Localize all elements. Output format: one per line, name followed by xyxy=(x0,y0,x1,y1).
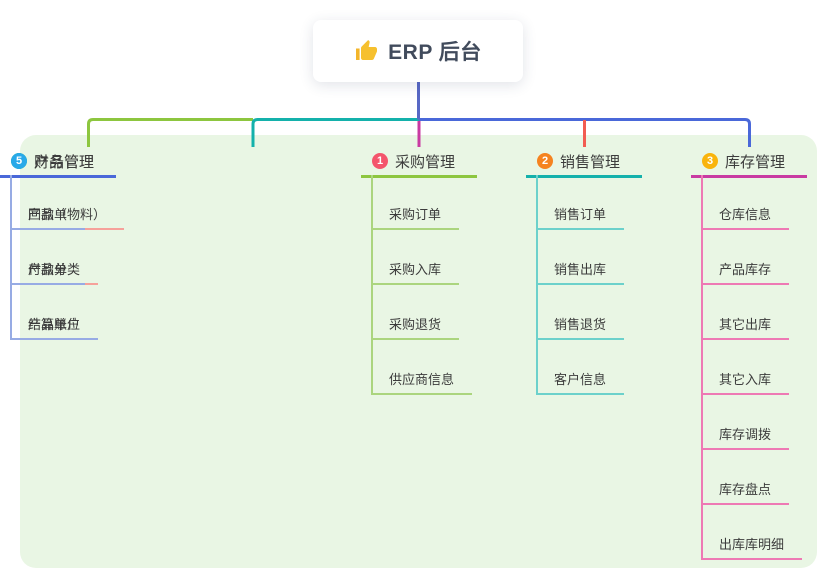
child-node[interactable]: 采购退货 xyxy=(373,285,460,340)
branch-label: 销售管理 xyxy=(560,153,621,171)
branch-number-badge: 3 xyxy=(702,153,718,169)
child-node[interactable]: 出库库明细 xyxy=(703,505,803,560)
branch-sales: 2 销售管理 销售订单 销售出库 销售退货 客户信息 xyxy=(526,147,642,395)
child-node[interactable]: 销售退货 xyxy=(538,285,625,340)
branch-number-badge: 2 xyxy=(537,153,553,169)
branch-title-purchase[interactable]: 1 采购管理 xyxy=(361,147,477,178)
child-node[interactable]: 其它入库 xyxy=(703,340,790,395)
branch-title-finance[interactable]: 5 财务管理 xyxy=(0,147,116,178)
branch-label: 财务管理 xyxy=(34,153,95,171)
root-node-label: ERP 后台 xyxy=(388,41,482,64)
child-node[interactable]: 付款单 xyxy=(12,230,86,285)
branch-title-inventory[interactable]: 3 库存管理 xyxy=(691,147,807,178)
child-node[interactable]: 库存盘点 xyxy=(703,450,790,505)
branch-title-sales[interactable]: 2 销售管理 xyxy=(526,147,642,178)
child-node[interactable]: 库存调拨 xyxy=(703,395,790,450)
child-node[interactable]: 仓库信息 xyxy=(703,175,790,230)
branch-number-badge: 1 xyxy=(372,153,388,169)
child-node[interactable]: 采购入库 xyxy=(373,230,460,285)
branch-label: 库存管理 xyxy=(725,153,786,171)
child-node[interactable]: 其它出库 xyxy=(703,285,790,340)
branch-number-badge: 5 xyxy=(11,153,27,169)
child-node[interactable]: 销售出库 xyxy=(538,230,625,285)
child-node[interactable]: 结算账户 xyxy=(12,285,99,340)
branch-inventory: 3 库存管理 仓库信息 产品库存 其它出库 其它入库 库存调拨 库存盘点 出库库… xyxy=(691,147,807,560)
root-node-erp[interactable]: ERP 后台 xyxy=(313,20,523,82)
child-node[interactable]: 产品库存 xyxy=(703,230,790,285)
branch-finance: 5 财务管理 回款单 付款单 结算账户 xyxy=(0,147,116,340)
child-node[interactable]: 客户信息 xyxy=(538,340,625,395)
branch-label: 产品管理 xyxy=(34,153,95,171)
branch-children: 仓库信息 产品库存 其它出库 其它入库 库存调拨 库存盘点 出库库明细 xyxy=(701,175,803,560)
branch-purchase: 1 采购管理 采购订单 采购入库 采购退货 供应商信息 xyxy=(361,147,477,395)
child-node[interactable]: 回款单 xyxy=(12,175,86,230)
child-node[interactable]: 销售订单 xyxy=(538,175,625,230)
branch-label: 采购管理 xyxy=(395,153,456,171)
branch-children: 销售订单 销售出库 销售退货 客户信息 xyxy=(536,175,625,395)
branches-background-panel xyxy=(20,135,817,568)
child-node[interactable]: 供应商信息 xyxy=(373,340,473,395)
thumbs-up-icon xyxy=(356,40,378,60)
branch-children: 回款单 付款单 结算账户 xyxy=(10,175,99,340)
branch-children: 采购订单 采购入库 采购退货 供应商信息 xyxy=(371,175,473,395)
child-node[interactable]: 采购订单 xyxy=(373,175,460,230)
